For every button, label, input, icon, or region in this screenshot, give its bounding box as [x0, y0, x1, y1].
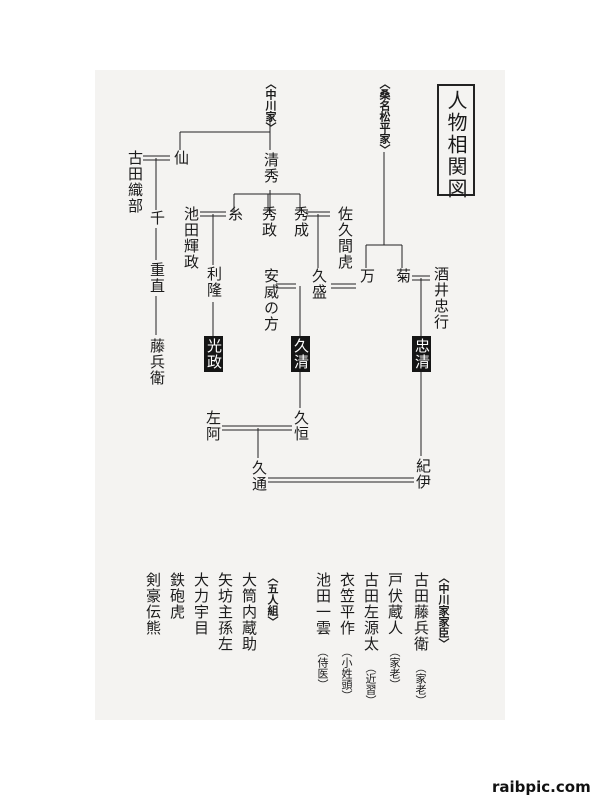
person-anino-kata: 安威の方	[262, 268, 280, 332]
gonin-member: 鉄砲虎	[168, 572, 186, 620]
person-tadakiyo-highlighted: 忠清	[412, 336, 431, 372]
kiyohide-children-drops	[233, 194, 301, 210]
person-man: 万	[358, 268, 376, 284]
nakagawa-house-label: 〈中川家〉	[264, 78, 277, 133]
retainer-name: 衣笠平作	[338, 572, 356, 636]
retainer-role: （家老）	[414, 662, 427, 706]
person-hisakiyo-highlighted: 久清	[291, 336, 310, 372]
retainer-name: 古田藤兵衛	[412, 572, 430, 652]
person-hisamori: 久盛	[310, 268, 328, 300]
person-toshitaka: 利隆	[205, 266, 223, 298]
person-kiku: 菊	[394, 268, 412, 284]
gonin-member: 剣豪伝熊	[144, 572, 162, 636]
person-furuta-oribe: 古田織部	[126, 150, 144, 214]
person-sakuma-tora: 佐久間虎	[336, 206, 354, 270]
marriage-anino-hisamori	[276, 283, 296, 289]
person-hidenari: 秀成	[292, 206, 310, 238]
marriage-hisamori-man	[331, 283, 356, 289]
retainer-name: 池田一雲	[314, 572, 332, 636]
person-mitsumasa-highlighted: 光政	[204, 336, 223, 372]
person-shigenao: 重直	[148, 262, 166, 294]
retainer-role: （近習）	[364, 662, 377, 706]
gonin-member: 大筒内蔵助	[240, 572, 258, 652]
person-hidemasa: 秀政	[260, 206, 278, 238]
person-sen2: 千	[148, 210, 166, 226]
marriage-hisamichi-kii	[268, 477, 414, 483]
retainer-role: （小姓頭）	[340, 646, 353, 701]
person-kii: 紀伊	[414, 458, 432, 490]
person-hisatsune: 久恒	[292, 410, 310, 442]
person-sen: 仙	[172, 150, 190, 166]
person-ikeda-terumasa: 池田輝政	[182, 206, 200, 270]
watermark: raibpic.com	[492, 778, 591, 796]
retainer-name: 戸伏蔵人	[386, 572, 404, 636]
retainer-role: （家老）	[388, 646, 401, 690]
page-title: 人物相関図	[444, 90, 468, 200]
kuwana-house-label: 〈桑名松平家〉	[378, 78, 391, 155]
marriage-saa-hisatsune	[222, 425, 292, 431]
person-ito: 糸	[226, 206, 244, 222]
gonin-member: 矢坊主孫左	[216, 572, 234, 652]
kuwana-children-drops	[365, 245, 403, 268]
person-saa: 左阿	[204, 410, 222, 442]
person-kiyohide: 清秀	[262, 152, 280, 184]
person-sakai-tadayuki: 酒井忠行	[432, 266, 450, 330]
retainers-header: 〈中川家家臣〉	[437, 572, 450, 649]
retainer-role: （侍医）	[316, 646, 329, 690]
person-hisamichi: 久通	[250, 460, 268, 492]
person-tobei: 藤兵衛	[148, 338, 166, 386]
gonin-header: 〈五人組〉	[266, 572, 279, 627]
gonin-member: 大力宇目	[192, 572, 210, 636]
retainer-name: 古田左源太	[362, 572, 380, 652]
title-box: 人物相関図	[437, 84, 475, 200]
